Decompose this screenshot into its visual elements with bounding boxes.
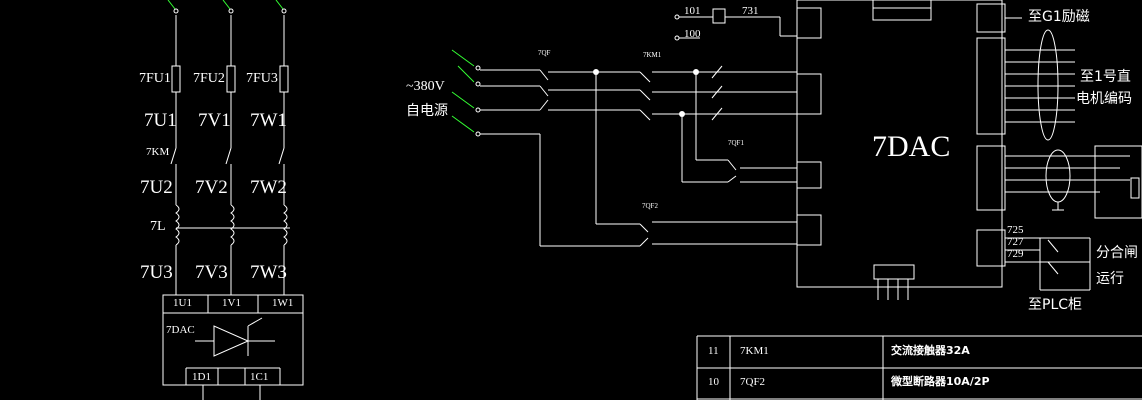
reactor-label: 7L	[150, 219, 166, 234]
table-row-code: 7QF2	[740, 376, 766, 388]
table-row-desc: 微型断路器10A/2P	[891, 375, 990, 388]
phase-label-w3: 7W3	[250, 262, 287, 283]
phase-label-u1: 7U1	[144, 110, 177, 131]
terminal-729: 729	[1007, 248, 1024, 260]
breaker-7qf2-label: 7QF2	[642, 202, 658, 210]
wire-label-101: 101	[684, 5, 701, 17]
run-label: 运行	[1096, 271, 1124, 287]
phase-label-u2: 7U2	[140, 177, 173, 198]
terminal-1c1: 1C1	[250, 371, 269, 383]
motor-label-1: 至1号直	[1080, 69, 1131, 85]
breaker-7qf1-label: 7QF1	[728, 139, 744, 147]
phase-label-u3: 7U3	[140, 262, 173, 283]
phase-label-v3: 7V3	[195, 262, 228, 283]
fuse-label-2: 7FU2	[193, 71, 225, 86]
box-7dac-label: 7DAC	[166, 324, 195, 336]
table-row-no: 10	[708, 376, 719, 388]
wire-label-731: 731	[742, 5, 759, 17]
phase-label-w2: 7W2	[250, 177, 287, 198]
terminal-1d1: 1D1	[192, 371, 211, 383]
table-row-code: 7KM1	[740, 345, 769, 357]
plc-label: 至PLC柜	[1028, 297, 1083, 313]
wire-label-100: 100	[684, 28, 701, 40]
terminal-1w1: 1W1	[272, 297, 294, 309]
breaker-7qf-label: 7QF	[538, 49, 551, 57]
fuse-label-3: 7FU3	[246, 71, 278, 86]
phase-label-v1: 7V1	[198, 110, 231, 131]
motor-label-2: 电机编码	[1076, 91, 1132, 107]
terminal-1u1: 1U1	[173, 297, 192, 309]
g1-excitation-label: 至G1励磁	[1028, 9, 1090, 25]
drive-7dac-label: 7DAC	[872, 130, 951, 163]
fuse-label-1: 7FU1	[139, 71, 171, 86]
contactor-7km1-label: 7KM1	[643, 51, 662, 59]
terminal-1v1: 1V1	[222, 297, 241, 309]
table-row-no: 11	[708, 345, 719, 357]
phase-label-v2: 7V2	[195, 177, 228, 198]
switch-label: 分合闸	[1096, 245, 1138, 261]
supply-voltage-label: ~380V	[406, 79, 445, 94]
table-row-desc: 交流接触器32A	[891, 344, 970, 357]
supply-source-label: 自电源	[406, 103, 448, 119]
terminal-727: 727	[1007, 236, 1024, 248]
phase-label-w1: 7W1	[250, 110, 287, 131]
contactor-label: 7KM	[146, 146, 170, 158]
terminal-725: 725	[1007, 224, 1024, 236]
